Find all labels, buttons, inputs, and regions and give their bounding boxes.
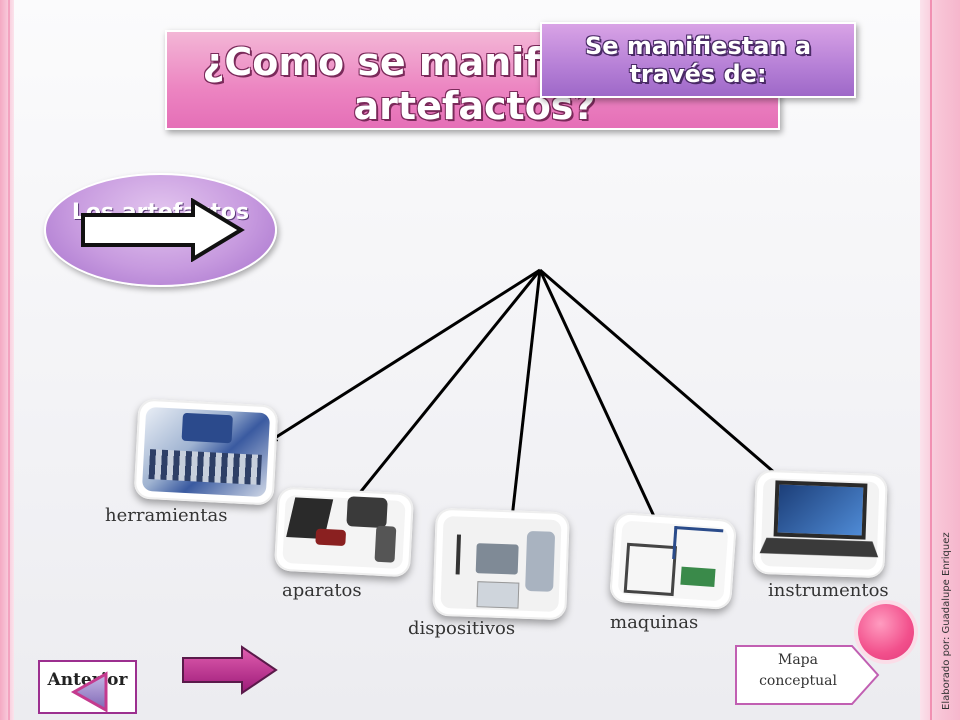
concept-map-button-shape[interactable] — [734, 644, 882, 706]
label-dispositivos: dispositivos — [408, 618, 516, 639]
arrow-to-maquinas — [538, 269, 660, 527]
back-arrow-icon[interactable] — [70, 670, 110, 714]
author-credit: Elaborado por: Guadalupe Enriquez — [941, 532, 952, 710]
label-aparatos: aparatos — [282, 580, 362, 601]
label-instrumentos: instrumentos — [768, 580, 889, 601]
left-frame-border — [0, 0, 14, 720]
next-arrow-icon[interactable] — [180, 644, 280, 696]
instrumentos-image — [752, 469, 888, 579]
left-frame-line — [8, 0, 10, 720]
dispositivos-image — [432, 507, 570, 621]
maquinas-image — [609, 511, 737, 611]
subtitle: Se manifiestan a través de: — [584, 32, 812, 88]
herramientas-image — [133, 398, 279, 506]
arrow-to-herramientas — [268, 268, 541, 443]
label-maquinas: maquinas — [610, 612, 699, 633]
right-frame-line — [930, 0, 932, 720]
arrow-to-instrumentos — [539, 268, 785, 482]
aparatos-image — [273, 486, 415, 578]
arrow-to-aparatos — [348, 269, 542, 507]
subtitle-banner: Se manifiestan a través de: — [540, 22, 856, 98]
arrow-to-dispositivos — [508, 269, 542, 520]
concept-map-button-label[interactable]: Mapa conceptual — [759, 652, 837, 689]
label-herramientas: herramientas — [105, 505, 228, 526]
right-frame-border — [920, 0, 960, 720]
title-banner: ¿Como se manifiestan los artefactos? — [165, 30, 780, 130]
pink-dot-decoration — [858, 604, 914, 660]
white-arrow-icon — [81, 198, 245, 262]
